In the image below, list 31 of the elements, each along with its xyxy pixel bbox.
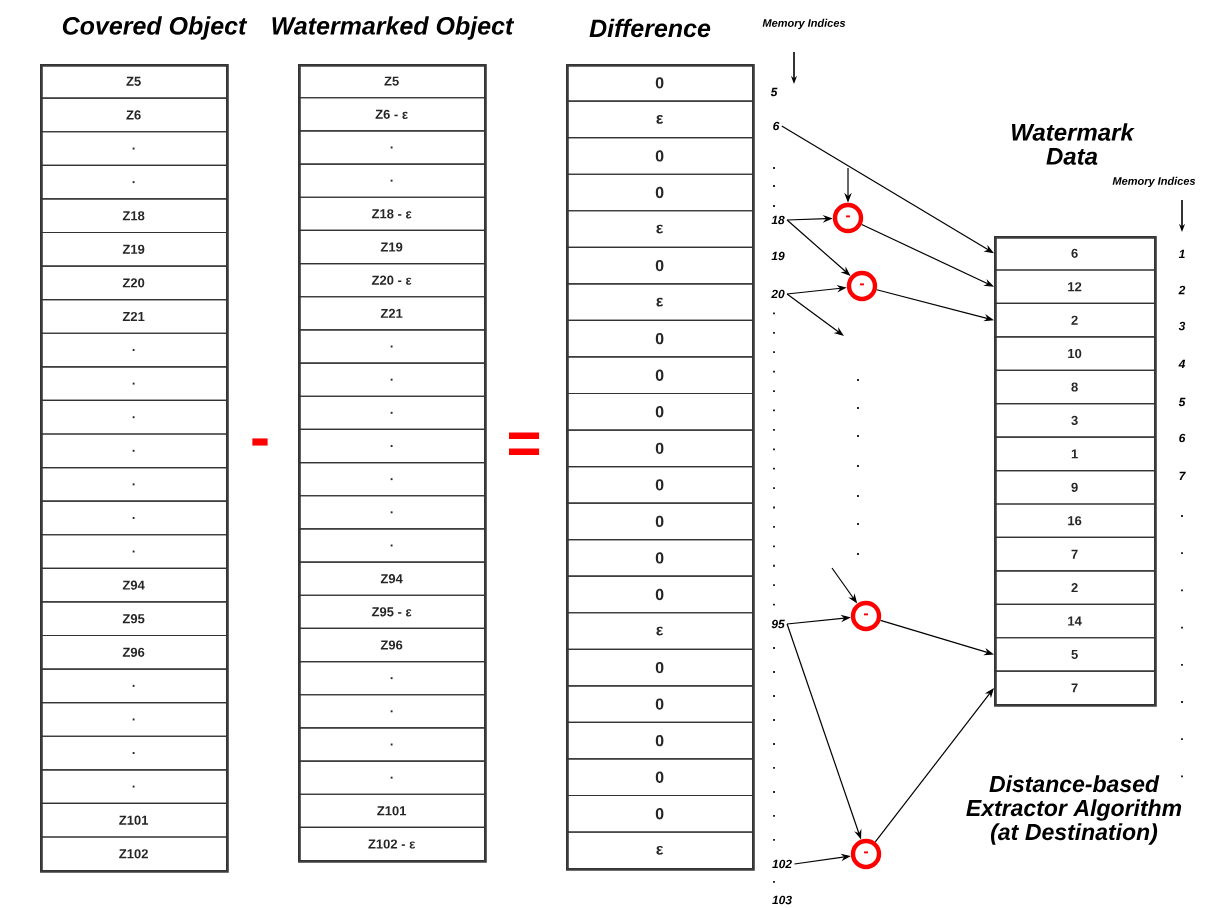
table-cell: ε: [566, 210, 754, 248]
arrow: [861, 223, 994, 287]
table-heading: Watermark Data: [1011, 123, 1135, 165]
table-cell: 0: [566, 502, 754, 541]
table-cell: 0: [566, 685, 754, 723]
table-cell: ε: [566, 283, 754, 321]
table-cell: ε: [566, 831, 754, 870]
table-cell: 0: [566, 64, 754, 102]
table-cell: 0: [566, 429, 754, 468]
minus-sign: -: [252, 438, 268, 446]
table-cell: 0: [566, 721, 754, 760]
table-cell: 0: [566, 794, 754, 833]
table-cell: 0: [566, 539, 754, 577]
table-cell: 0: [566, 137, 754, 175]
column-heading: Covered Object: [62, 16, 248, 40]
table-cell: 0: [566, 392, 754, 431]
table-frame: [994, 236, 1157, 707]
table-cell: 0: [566, 319, 754, 358]
table-cell: 0: [566, 648, 754, 687]
table-cell: ε: [566, 612, 754, 650]
table-cell: ε: [566, 100, 754, 139]
table-cell: 0: [566, 465, 754, 504]
arrow: [786, 293, 844, 336]
table-cell: 0: [566, 173, 754, 212]
table-cell: 0: [566, 356, 754, 395]
equals-sign: =: [508, 432, 540, 456]
column-heading: Watermarked Object: [272, 16, 515, 40]
table-cell: 0: [566, 575, 754, 614]
table-cell: 0: [566, 246, 754, 285]
table-cell: 0: [566, 758, 754, 797]
column-heading: Difference: [589, 18, 711, 38]
